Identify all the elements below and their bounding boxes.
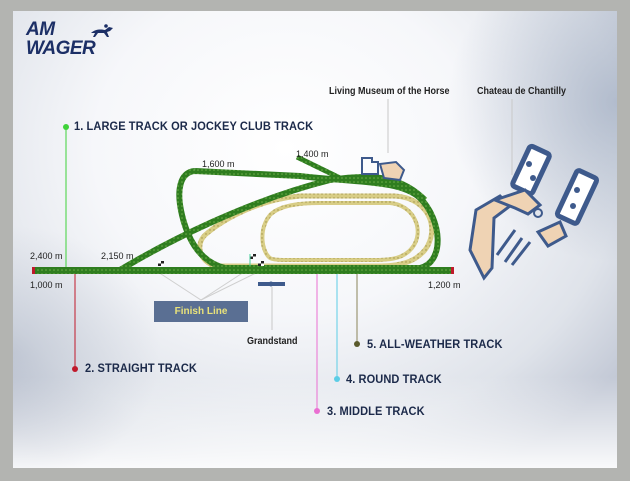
- logo-line-1: AM: [26, 19, 55, 40]
- track-label-straight: 2. STRAIGHT TRACK: [85, 361, 197, 375]
- checkered-flag-icon: [249, 254, 256, 266]
- grandstand-icon: [258, 281, 285, 287]
- straight-start-marker: [32, 267, 35, 274]
- place-label-grandstand: Grandstand: [247, 336, 298, 347]
- chateau-building-icon: [468, 143, 600, 281]
- legend-dot-straight-track: [72, 366, 78, 372]
- legend-dot-allweather-track: [354, 341, 360, 347]
- map-panel: [13, 11, 617, 468]
- middle-track-shape: [197, 193, 435, 269]
- track-label-round: 4. ROUND TRACK: [346, 372, 442, 386]
- straight-track-shape: [32, 267, 454, 274]
- distance-1000: 1,000 m: [30, 280, 63, 290]
- checkered-flag-icon: [158, 261, 164, 266]
- place-label-museum: Living Museum of the Horse: [329, 86, 450, 97]
- diagonal-track: [118, 173, 428, 273]
- checkered-flag-icon: [258, 261, 264, 266]
- distance-2400: 2,400 m: [30, 251, 63, 261]
- distance-1200: 1,200 m: [428, 280, 461, 290]
- distance-2150: 2,150 m: [101, 251, 134, 261]
- track-label-large: 1. LARGE TRACK OR JOCKEY CLUB TRACK: [74, 119, 314, 133]
- museum-building-icon: [361, 157, 406, 182]
- straight-end-marker: [451, 267, 454, 274]
- distance-1400: 1,400 m: [296, 149, 329, 159]
- legend-dot-large-track: [63, 124, 69, 130]
- horse-rider-icon: [91, 24, 113, 37]
- round-track-shape: [260, 201, 420, 262]
- place-label-chateau: Chateau de Chantilly: [477, 86, 567, 97]
- spur-1400: [295, 154, 401, 189]
- amwager-logo[interactable]: AM WAGER: [26, 19, 113, 59]
- distance-1600: 1,600 m: [202, 159, 235, 169]
- track-label-middle: 3. MIDDLE TRACK: [327, 404, 425, 418]
- logo-line-2: WAGER: [26, 38, 96, 59]
- legend-dot-middle-track: [314, 408, 320, 414]
- finish-line-leader-2: [200, 271, 259, 301]
- finish-line-box: Finish Line: [154, 301, 248, 322]
- finish-line-leaders: [157, 271, 245, 301]
- legend-dot-round-track: [334, 376, 340, 382]
- track-label-allweather: 5. ALL-WEATHER TRACK: [367, 337, 503, 351]
